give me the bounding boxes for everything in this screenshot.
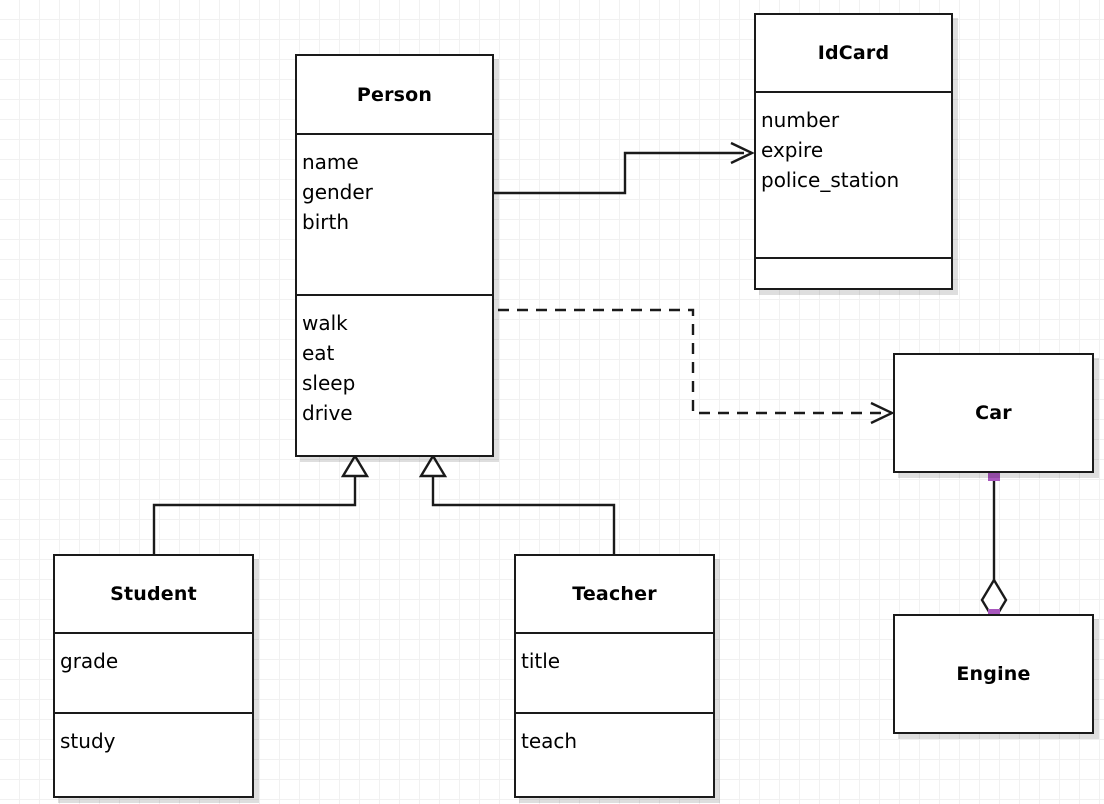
class-title-car: Car <box>975 402 1012 424</box>
attribute-item: gender <box>302 180 373 204</box>
class-attributes-idcard: number expire police_station <box>756 91 951 257</box>
class-title-idcard: IdCard <box>817 42 890 64</box>
generalization-student-person[interactable] <box>152 453 370 554</box>
class-attributes-student: grade <box>55 632 252 712</box>
operation-item: study <box>60 729 116 753</box>
aggregation-car-engine[interactable] <box>980 475 1008 623</box>
attribute-item: title <box>521 649 561 673</box>
class-box-student[interactable]: Student grade study <box>53 554 254 798</box>
operation-item: sleep <box>302 371 356 395</box>
class-box-engine[interactable]: Engine <box>893 614 1094 734</box>
class-attributes-person: name gender birth <box>297 133 492 294</box>
class-operations-person: walk eat sleep drive <box>297 294 492 455</box>
association-person-idcard[interactable] <box>494 141 755 195</box>
class-title-teacher: Teacher <box>572 583 657 605</box>
operation-item: teach <box>521 729 578 753</box>
attribute-item: number <box>761 108 840 132</box>
attribute-item: name <box>302 150 359 174</box>
class-title-engine: Engine <box>956 663 1031 685</box>
class-box-teacher[interactable]: Teacher title teach <box>514 554 715 798</box>
operation-item: walk <box>302 311 348 335</box>
dependency-person-car[interactable] <box>498 308 895 425</box>
attribute-item: expire <box>761 138 824 162</box>
class-attributes-teacher: title <box>516 632 713 712</box>
attribute-item: police_station <box>761 168 900 192</box>
generalization-teacher-person[interactable] <box>418 453 616 554</box>
class-title-student: Student <box>110 583 197 605</box>
class-operations-teacher: teach <box>516 712 713 800</box>
class-operations-idcard <box>756 257 951 292</box>
class-box-car[interactable]: Car <box>893 353 1094 473</box>
class-box-person[interactable]: Person name gender birth walk eat sleep … <box>295 54 494 457</box>
attribute-item: grade <box>60 649 119 673</box>
class-title-person: Person <box>356 83 433 106</box>
class-operations-student: study <box>55 712 252 800</box>
class-box-idcard[interactable]: IdCard number expire police_station <box>754 13 953 290</box>
attribute-item: birth <box>302 210 349 234</box>
operation-item: drive <box>302 401 353 425</box>
operation-item: eat <box>302 341 335 365</box>
